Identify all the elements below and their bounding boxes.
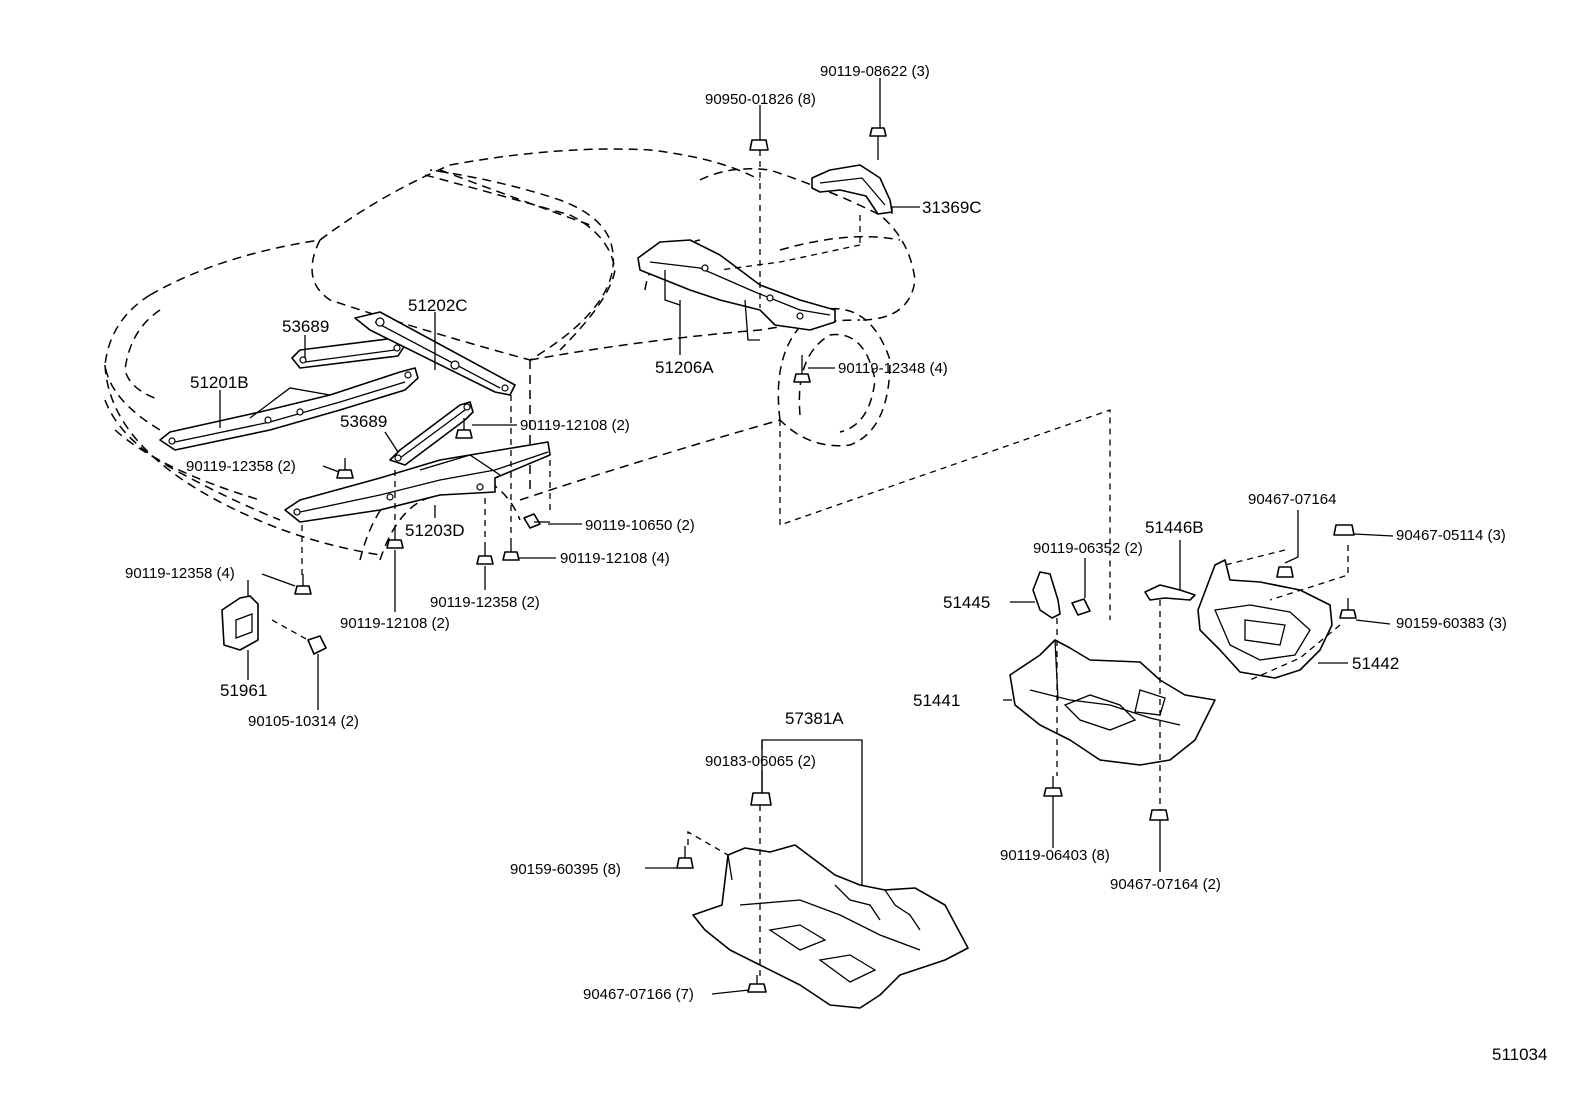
label-90467-05114: 90467-05114 (3) — [1396, 527, 1506, 544]
label-90467-07166: 90467-07166 (7) — [583, 986, 694, 1003]
car-body-outline — [104, 148, 916, 561]
fasteners-upper — [294, 127, 887, 595]
bracket-51445 — [1032, 571, 1061, 619]
fasteners-front-cover — [676, 792, 772, 993]
brace-53689-lower — [389, 401, 474, 466]
label-90119-12358-a: 90119-12358 (2) — [186, 458, 296, 475]
label-51446B: 51446B — [1145, 518, 1204, 537]
label-90119-12358-b: 90119-12358 (2) — [430, 594, 540, 611]
label-90467-07164-2: 90467-07164 (2) — [1110, 876, 1221, 893]
label-90159-60395: 90159-60395 (8) — [510, 861, 621, 878]
label-90119-12348: 90119-12348 (4) — [838, 360, 948, 377]
label-90119-06403: 90119-06403 (8) — [1000, 847, 1110, 864]
label-51961: 51961 — [220, 681, 267, 700]
label-90119-12108-b: 90119-12108 (2) — [340, 615, 450, 632]
label-90119-08622: 90119-08622 (3) — [820, 63, 930, 80]
shield-31369C — [811, 164, 893, 215]
label-51206A: 51206A — [655, 358, 714, 377]
crossmember-51201B — [159, 367, 419, 451]
label-51201B: 51201B — [190, 373, 249, 392]
label-90950-01826: 90950-01826 (8) — [705, 91, 816, 108]
diagram-id: 511034 — [1492, 1045, 1547, 1064]
label-90183-06065: 90183-06065 (2) — [705, 753, 816, 770]
bracket-51961 — [221, 580, 259, 651]
bolt-90105-10314 — [307, 635, 327, 710]
leader-lines — [219, 78, 1394, 995]
label-90467-07164: 90467-07164 — [1248, 491, 1336, 508]
label-51203D: 51203D — [405, 521, 465, 540]
crossmember-51206A — [637, 239, 836, 341]
label-90119-12358-4: 90119-12358 (4) — [125, 565, 235, 582]
assembly-lines — [271, 150, 1349, 980]
label-53689-lower: 53689 — [340, 412, 387, 431]
label-51442: 51442 — [1352, 654, 1399, 673]
member-51203D — [284, 441, 551, 523]
fasteners-rear-cover — [1043, 524, 1357, 821]
label-90119-12108-4: 90119-12108 (4) — [560, 550, 670, 567]
label-90119-10650: 90119-10650 (2) — [585, 517, 695, 534]
label-90119-06352: 90119-06352 (2) — [1033, 540, 1143, 557]
undercover-51442 — [1197, 559, 1333, 679]
brace-53689-upper — [291, 337, 406, 369]
label-90119-12108-a: 90119-12108 (2) — [520, 417, 630, 434]
label-90159-60383: 90159-60383 (3) — [1396, 615, 1507, 632]
label-31369C: 31369C — [922, 198, 982, 217]
label-57381A: 57381A — [785, 709, 844, 728]
label-51441: 51441 — [913, 691, 960, 710]
bracket-51446B — [1144, 584, 1196, 601]
undercover-51441 — [1009, 639, 1216, 766]
undercover-57381A — [692, 844, 969, 1009]
label-51445: 51445 — [943, 593, 990, 612]
part-labels: 90119-08622 (3) 90950-01826 (8) 31369C 5… — [125, 63, 1547, 1064]
label-90105-10314: 90105-10314 (2) — [248, 713, 359, 730]
label-51202C: 51202C — [408, 296, 468, 315]
label-53689-upper: 53689 — [282, 317, 329, 336]
